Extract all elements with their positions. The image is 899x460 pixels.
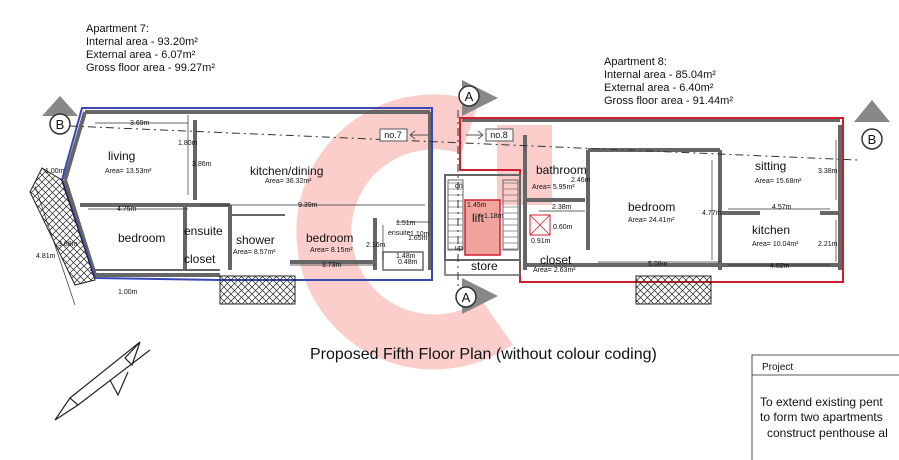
apt8-external-area: External area - 6.40m² [604,82,714,94]
central-core [382,174,551,276]
apartment-7-walls [63,110,432,277]
dim-388: 3.88m [58,241,78,248]
room-bedroom-east-area: Area= 24.41m² [628,217,675,224]
room-living-area: Area= 13.53m² [105,168,152,175]
room-bathroom-area: Area= 5.95m² [532,184,575,191]
apt8-tag: no.8 [466,128,514,142]
dim-369: 3.69m [130,120,150,127]
room-shower: shower [236,233,275,247]
apt7-tag: no.7 [379,128,428,142]
room-ensuite: ensuite [184,224,223,238]
stair-dn: dn [455,183,463,190]
apt8-title: Apartment 8: [604,56,667,68]
room-shower-area: Area= 8.57m² [233,249,276,256]
apt8-internal-area: Internal area - 85.04m² [604,69,716,81]
balcony-apt8 [635,275,712,305]
dimension-lines [34,115,837,306]
dim-091: 0.91m [531,238,551,245]
marker-b-right-label: B [868,132,877,147]
room-bedroom-mid: bedroom [306,231,353,245]
apartment-8-walls [462,118,842,270]
dim-457: 4.57m [772,204,792,211]
dim-477: 4.77m [702,210,722,217]
dim-481: 4.81m [36,253,56,260]
apt8-gross-area: Gross floor area - 91.44m² [604,95,733,107]
apt7-internal-area: Internal area - 93.20m² [86,36,198,48]
plan-caption: Proposed Fifth Floor Plan (without colou… [310,346,657,363]
room-bedroom-west: bedroom [118,231,165,245]
section-line-b [69,125,859,161]
apartment-8-info: Apartment 8: Internal area - 85.04m² Ext… [604,56,733,107]
marker-b-left-label: B [56,117,65,132]
title-block-line2: to form two apartments [760,410,883,424]
dim-148: 1.48m [396,253,416,260]
west-terrace [29,167,96,286]
dim-238: 2.38m [552,204,572,211]
title-block: Project To extend existing pent to form … [751,354,899,460]
marker-a-bottom-label: A [462,290,471,305]
room-sitting: sitting [755,159,786,173]
room-kitchen-area: Area= 10.04m² [752,241,799,248]
dim-221: 2.21m [818,241,838,248]
room-lift: lift [472,211,485,225]
section-marker-a-bottom: A [455,278,498,314]
apt7-title: Apartment 7: [86,23,149,35]
dim-145: 1.45m [467,202,487,209]
room-store: store [471,259,498,273]
dim-246: 2.46m [571,177,591,184]
dim-118: 1.18m [484,213,504,220]
dim-180: 1.80m [178,140,198,147]
stair-up: up [455,245,463,252]
room-living: living [108,149,135,163]
dim-475: 4.75m [117,206,137,213]
room-bedroom-east: bedroom [628,200,675,214]
apt7-gross-area: Gross floor area - 99.27m² [86,62,215,74]
dim-100-bottom: 1.00m [118,289,138,296]
dim-452: 4.52m [770,263,790,270]
apt8-tag-label: no.8 [490,130,508,140]
room-bedroom-mid-area: Area= 8.15m² [310,247,353,254]
room-kitchen-dining-area: Area= 36.32m² [265,178,312,185]
dim-939: 9.39m [298,202,318,209]
apartment-8-outline [459,117,844,283]
room-kitchen-dining: kitchen/dining [250,164,323,178]
dim-151: 1.51m [396,220,416,227]
dim-386: 3.86m [192,161,212,168]
dim-508: 5.08m [648,261,668,268]
section-marker-b-right: B [854,100,890,150]
room-closet-east-area: Area= 2.63m² [533,267,576,274]
room-kitchen: kitchen [752,223,790,237]
dim-060: 0.60m [553,224,573,231]
room-closet-east: closet [540,253,572,267]
apt7-tag-label: no.7 [384,130,402,140]
room-closet: closet [184,252,216,266]
room-bathroom: bathroom [536,163,587,177]
north-arrow-icon [54,341,151,421]
dim-373: 3.73m [322,262,342,269]
marker-a-top-label: A [465,89,474,104]
title-block-label: Project [762,362,793,373]
room-sitting-area: Area= 15.68m² [755,178,802,185]
dimension-labels: 3.69m 1.80m 3.86m 1.00m 4.75m 9.39m 4.81… [36,120,838,296]
section-marker-b-left: B [42,96,78,135]
title-block-line3: construct penthouse al [767,426,888,440]
room-ensuite-small: ensuite [388,230,411,237]
balcony-apt7 [219,275,296,305]
section-marker-a-top: A [458,80,498,116]
title-block-line1: To extend existing pent [760,395,883,409]
dim-100-top: 1.00m [45,168,65,175]
dim-216: 2.16m [366,242,386,249]
dim-165: 1.65m [408,235,428,242]
room-labels: living Area= 13.53m² kitchen/dining Area… [105,149,802,274]
apartment-7-info: Apartment 7: Internal area - 93.20m² Ext… [86,23,215,74]
dim-048: 0.48m [398,259,418,266]
dim-338: 3.38m [818,168,838,175]
apt7-external-area: External area - 6.07m² [86,49,196,61]
dim-110: 1.10m [410,231,430,238]
